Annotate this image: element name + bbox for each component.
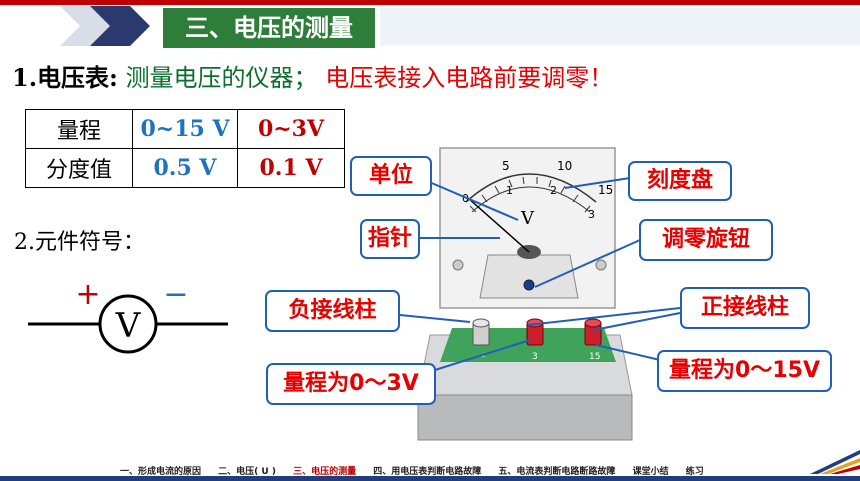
scale-bottom-label: 2	[550, 184, 557, 197]
mirror-window	[479, 254, 579, 299]
scale-top-label: 15	[598, 183, 613, 197]
symbol-title: 2.元件符号：	[14, 230, 145, 255]
intro-line: 1.电压表: 测量电压的仪器； 电压表接入电路前要调零！	[12, 58, 613, 93]
terminal-label: 3	[532, 352, 538, 362]
scale-bottom-label: 1	[506, 184, 513, 197]
table-row: 分度值 0.5 V 0.1 V	[25, 148, 345, 188]
callout-unit: 单位	[350, 156, 432, 196]
terminal-15v	[584, 318, 602, 346]
nav-item[interactable]: 练习	[685, 467, 704, 477]
minus-sign: −	[163, 282, 188, 312]
spec-table: 量程 0~15 V 0~3V 分度值 0.5 V 0.1 V	[25, 109, 345, 188]
callout-negative-terminal: 负接线柱	[265, 290, 400, 332]
zero-knob	[523, 279, 535, 291]
meter-base-front	[417, 394, 633, 441]
scale-top-label: 5	[502, 159, 510, 173]
callout-positive-terminal: 正接线柱	[680, 287, 810, 329]
footer-line	[0, 476, 860, 481]
table-cell-label: 分度值	[25, 148, 133, 188]
header-band	[380, 8, 860, 45]
bottom-nav: 一、形成电流的原因 二、电压( U ) 三、电压的测量 四、用电压表判断电路故障…	[120, 464, 718, 477]
page-title: 三、电压的测量	[163, 8, 375, 48]
table-cell: 0~3V	[237, 109, 345, 149]
chevron-decoration-icon	[60, 6, 150, 46]
symbol-circle	[98, 294, 158, 354]
callout-pointer: 指针	[360, 219, 420, 259]
intro-definition: 测量电压的仪器；	[125, 64, 318, 92]
callout-range-3v: 量程为0～3V	[266, 363, 436, 405]
symbol-letter: V	[115, 306, 142, 346]
unit-symbol: V	[520, 208, 535, 229]
plus-sign: +	[75, 282, 100, 312]
scale-top-label: 10	[557, 159, 572, 173]
nav-item[interactable]: 五、电流表判断电路断路故障	[498, 467, 616, 477]
voltmeter-symbol: V + −	[28, 282, 228, 354]
table-cell-label: 量程	[25, 109, 133, 149]
nav-item[interactable]: 四、用电压表判断电路故障	[373, 467, 482, 477]
intro-note: 电压表接入电路前要调零！	[325, 64, 614, 92]
nav-item-active[interactable]: 三、电压的测量	[293, 467, 357, 477]
terminal-label: 15	[589, 352, 600, 362]
terminal-negative	[472, 318, 490, 346]
nav-item[interactable]: 课堂小结	[632, 467, 669, 477]
terminal-3v	[526, 318, 544, 346]
nav-item[interactable]: 二、电压( U )	[218, 467, 276, 477]
callout-range-15v: 量程为0～15V	[657, 350, 832, 392]
screw-right	[595, 259, 607, 271]
table-cell: 0.1 V	[237, 148, 345, 188]
callout-zero-knob: 调零旋钮	[639, 219, 773, 261]
terminal-label: −	[478, 352, 486, 362]
corner-logo-icon	[810, 450, 860, 474]
callout-dial: 刻度盘	[628, 161, 732, 201]
screw-left	[452, 259, 464, 271]
table-cell: 0~15 V	[132, 109, 238, 149]
nav-item[interactable]: 一、形成电流的原因	[120, 467, 202, 477]
table-row: 量程 0~15 V 0~3V	[25, 109, 345, 149]
intro-label: 1.电压表:	[12, 63, 118, 92]
top-red-line	[0, 0, 860, 5]
table-cell: 0.5 V	[132, 148, 238, 188]
scale-bottom-label: 3	[588, 208, 595, 221]
